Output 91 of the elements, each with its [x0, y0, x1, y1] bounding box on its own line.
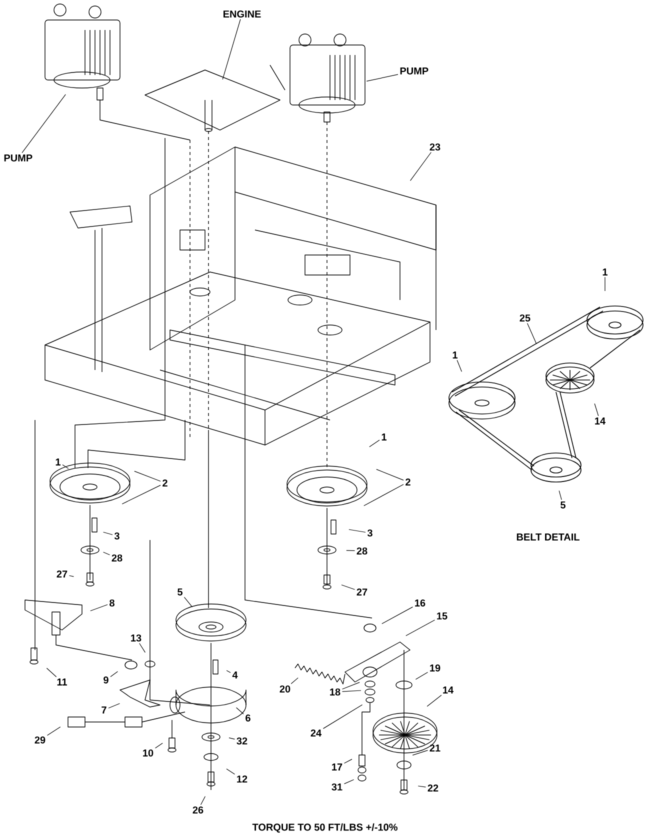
callout-number: 3: [367, 529, 372, 537]
leader-line: [412, 750, 428, 756]
callout-number: 1: [602, 268, 608, 276]
callout-number: 27: [56, 570, 68, 578]
part-label: PUMP: [400, 68, 428, 74]
callout-number: 8: [110, 599, 114, 607]
callout-number: 3: [114, 532, 120, 540]
callout-number: 4: [232, 672, 238, 678]
callout-number: 5: [560, 502, 566, 508]
callout-number: 25: [520, 314, 530, 322]
callout-number: 27: [356, 588, 368, 596]
leader-line: [527, 322, 537, 344]
leader-line: [369, 440, 380, 448]
leader-line: [376, 469, 404, 480]
callout-number: 26: [192, 806, 204, 814]
callout-number: 13: [131, 634, 142, 642]
leader-line: [103, 552, 110, 556]
leader-line: [410, 152, 432, 181]
callout-number: 32: [236, 737, 248, 745]
leader-line: [342, 690, 362, 692]
callout-number: 19: [430, 664, 440, 672]
leader-line: [62, 464, 69, 469]
leader-line: [110, 671, 118, 678]
leader-line: [558, 490, 562, 500]
leader-line: [228, 738, 236, 740]
callout-number: 14: [443, 686, 454, 694]
callout-number: 1: [452, 352, 458, 358]
leader-line: [406, 620, 436, 636]
part-label: ENGINE: [224, 10, 261, 18]
leader-line: [46, 726, 61, 736]
callout-number: 24: [310, 730, 322, 736]
callout-number: 5: [178, 588, 182, 596]
leader-line: [68, 575, 74, 577]
callout-number: 28: [356, 547, 368, 555]
leader-line: [382, 606, 414, 624]
leader-line: [344, 779, 354, 784]
leader-line: [154, 742, 163, 748]
callout-number: 6: [246, 714, 250, 722]
leader-line: [22, 94, 66, 154]
leader-line: [341, 584, 356, 590]
leader-line: [226, 670, 231, 673]
leader-line: [103, 532, 113, 536]
leader-line: [236, 707, 244, 714]
leader-line: [344, 758, 352, 764]
callout-number: 7: [102, 706, 106, 714]
leader-line: [122, 484, 161, 504]
callout-number: 1: [56, 458, 60, 466]
leader-line: [594, 403, 599, 416]
leader-line: [604, 276, 606, 292]
callout-number: 10: [143, 749, 154, 757]
leader-line: [200, 796, 206, 806]
leader-line: [348, 529, 366, 533]
callout-number: 16: [415, 599, 426, 607]
callout-number: 23: [430, 143, 440, 151]
callout-number: 1: [382, 434, 386, 440]
callout-number: 28: [112, 554, 122, 562]
callout-number: 2: [406, 478, 410, 486]
leader-line: [366, 74, 398, 82]
callout-number: 2: [162, 480, 168, 486]
leader-line: [342, 682, 360, 690]
callout-number: 12: [237, 776, 248, 782]
leader-line: [418, 786, 426, 788]
callout-number: 11: [57, 678, 67, 686]
leader-line: [134, 470, 161, 482]
leader-line: [346, 550, 356, 552]
callout-number: 9: [104, 676, 108, 684]
callout-number: 15: [437, 612, 448, 620]
leader-line: [364, 484, 404, 506]
leader-line: [222, 18, 241, 80]
torque-note: TORQUE TO 50 FT/LBS +/-10%: [252, 823, 398, 833]
detail-title: BELT DETAIL: [516, 534, 580, 540]
callout-number: 29: [34, 736, 46, 744]
leader-line: [290, 678, 298, 684]
part-label: PUMP: [4, 154, 32, 162]
leader-line: [184, 596, 193, 608]
leader-line: [456, 360, 462, 372]
callout-number: 22: [428, 784, 438, 792]
callout-number: 18: [330, 688, 340, 696]
callout-number: 20: [280, 685, 290, 693]
callout-number: 21: [430, 744, 440, 752]
leader-line: [90, 604, 108, 612]
leader-line: [108, 703, 120, 708]
leader-line: [415, 672, 428, 680]
leader-line: [226, 768, 236, 775]
callout-number: 31: [332, 783, 342, 791]
callout-number: 17: [332, 764, 342, 770]
callout-number: 14: [595, 418, 606, 424]
leader-line: [139, 642, 146, 653]
leader-line: [46, 668, 57, 678]
leader-line: [322, 704, 363, 729]
leader-line: [426, 694, 442, 707]
